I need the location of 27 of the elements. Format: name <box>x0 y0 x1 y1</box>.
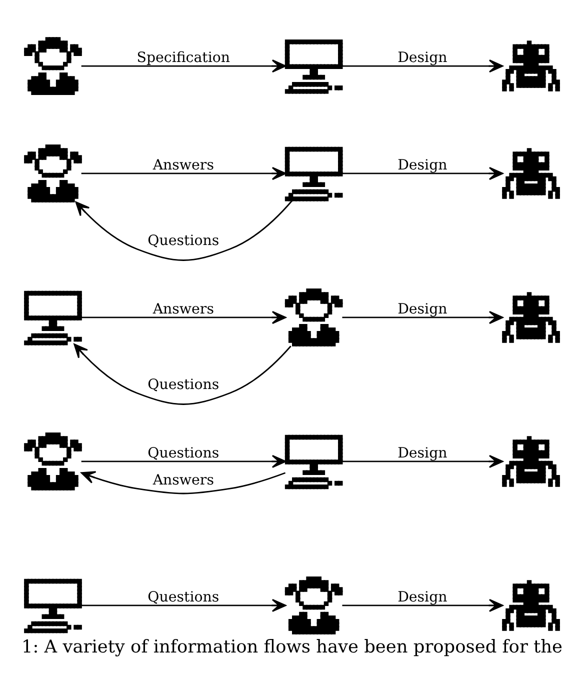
edge-label: Design <box>398 50 448 66</box>
arrow <box>81 59 286 72</box>
edge-label: Answers <box>152 156 214 173</box>
arrow <box>74 343 292 404</box>
arrow <box>81 166 286 180</box>
arrow <box>75 199 293 260</box>
edge-label: Design <box>398 300 448 317</box>
edge-label: Questions <box>148 444 220 461</box>
arrow <box>81 310 286 324</box>
arrow <box>80 470 286 494</box>
arrow <box>342 59 504 72</box>
arrow <box>342 454 504 468</box>
edge-label: Specification <box>136 50 230 66</box>
arrow <box>81 598 286 612</box>
arrow <box>81 454 286 468</box>
caption: 1: A variety of information flows have been proposed for the <box>21 637 563 658</box>
edge-label: Design <box>398 588 448 605</box>
arrow <box>342 598 504 612</box>
edge-label: Questions <box>148 588 220 605</box>
edge-label: Design <box>398 444 448 461</box>
edge-label: Answers <box>152 300 214 317</box>
arrow <box>342 310 504 324</box>
arrow <box>342 166 504 180</box>
edge-label: Design <box>398 156 448 173</box>
edge-label: Questions <box>148 232 220 248</box>
edge-label: Questions <box>148 376 220 392</box>
edge-label: Answers <box>152 472 214 488</box>
